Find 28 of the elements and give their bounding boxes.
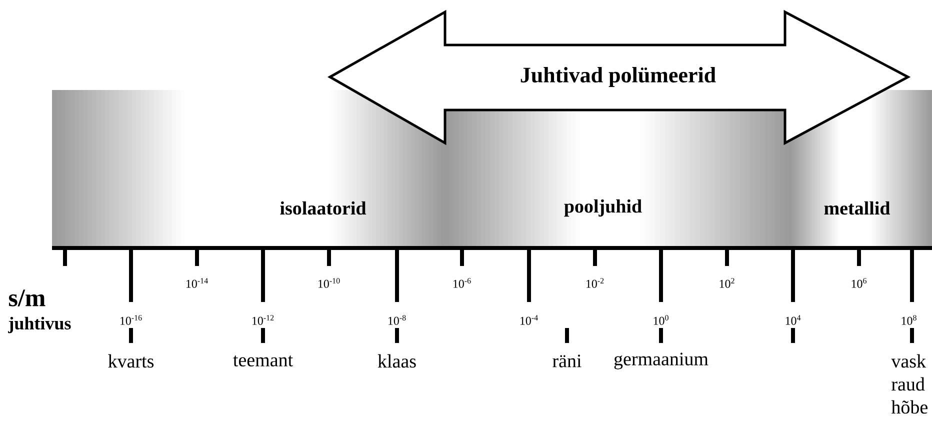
material-name: raud bbox=[892, 377, 925, 391]
tick-label: 10$^{-4}$ bbox=[520, 315, 538, 325]
tick-label: 10$^{-8}$ bbox=[388, 315, 406, 325]
material-name: klaas bbox=[378, 354, 416, 368]
tick-label: 10$^{0}$ bbox=[654, 315, 668, 325]
material-name: vask bbox=[891, 354, 926, 368]
tick-label: 10$^{2}$ bbox=[720, 278, 734, 288]
material-name: räni bbox=[552, 354, 582, 368]
axis-unit: s/m bbox=[8, 290, 46, 306]
node-label: isolaatorid bbox=[280, 201, 366, 215]
tick-label: 10$^{-16}$ bbox=[120, 315, 142, 325]
material-name: kvarts bbox=[108, 354, 154, 368]
tick-label: 10$^{4}$ bbox=[786, 315, 801, 325]
material-name: teemant bbox=[233, 356, 293, 366]
node-label: pooljuhid bbox=[564, 199, 642, 217]
tick-label: 10$^{6}$ bbox=[852, 278, 866, 288]
tick-label: 10$^{-12}$ bbox=[252, 315, 274, 325]
tick-label: 10$^{-2}$ bbox=[586, 278, 604, 288]
node-label: metallid bbox=[824, 201, 890, 215]
material-name: hõbe bbox=[891, 400, 928, 414]
material-name: germaanium bbox=[614, 352, 708, 370]
tick-label: 10$^{-10}$ bbox=[318, 278, 340, 288]
tick-label: 10$^{-6}$ bbox=[453, 278, 471, 288]
band-segment: isolaatorid bbox=[52, 90, 445, 248]
tick-label: 10$^{-14}$ bbox=[186, 278, 208, 288]
tick-label: 10$^{8}$ bbox=[902, 315, 916, 325]
node-label: Juhtivad polümeerid bbox=[520, 67, 716, 87]
axis-title: juhtivus bbox=[8, 316, 71, 334]
